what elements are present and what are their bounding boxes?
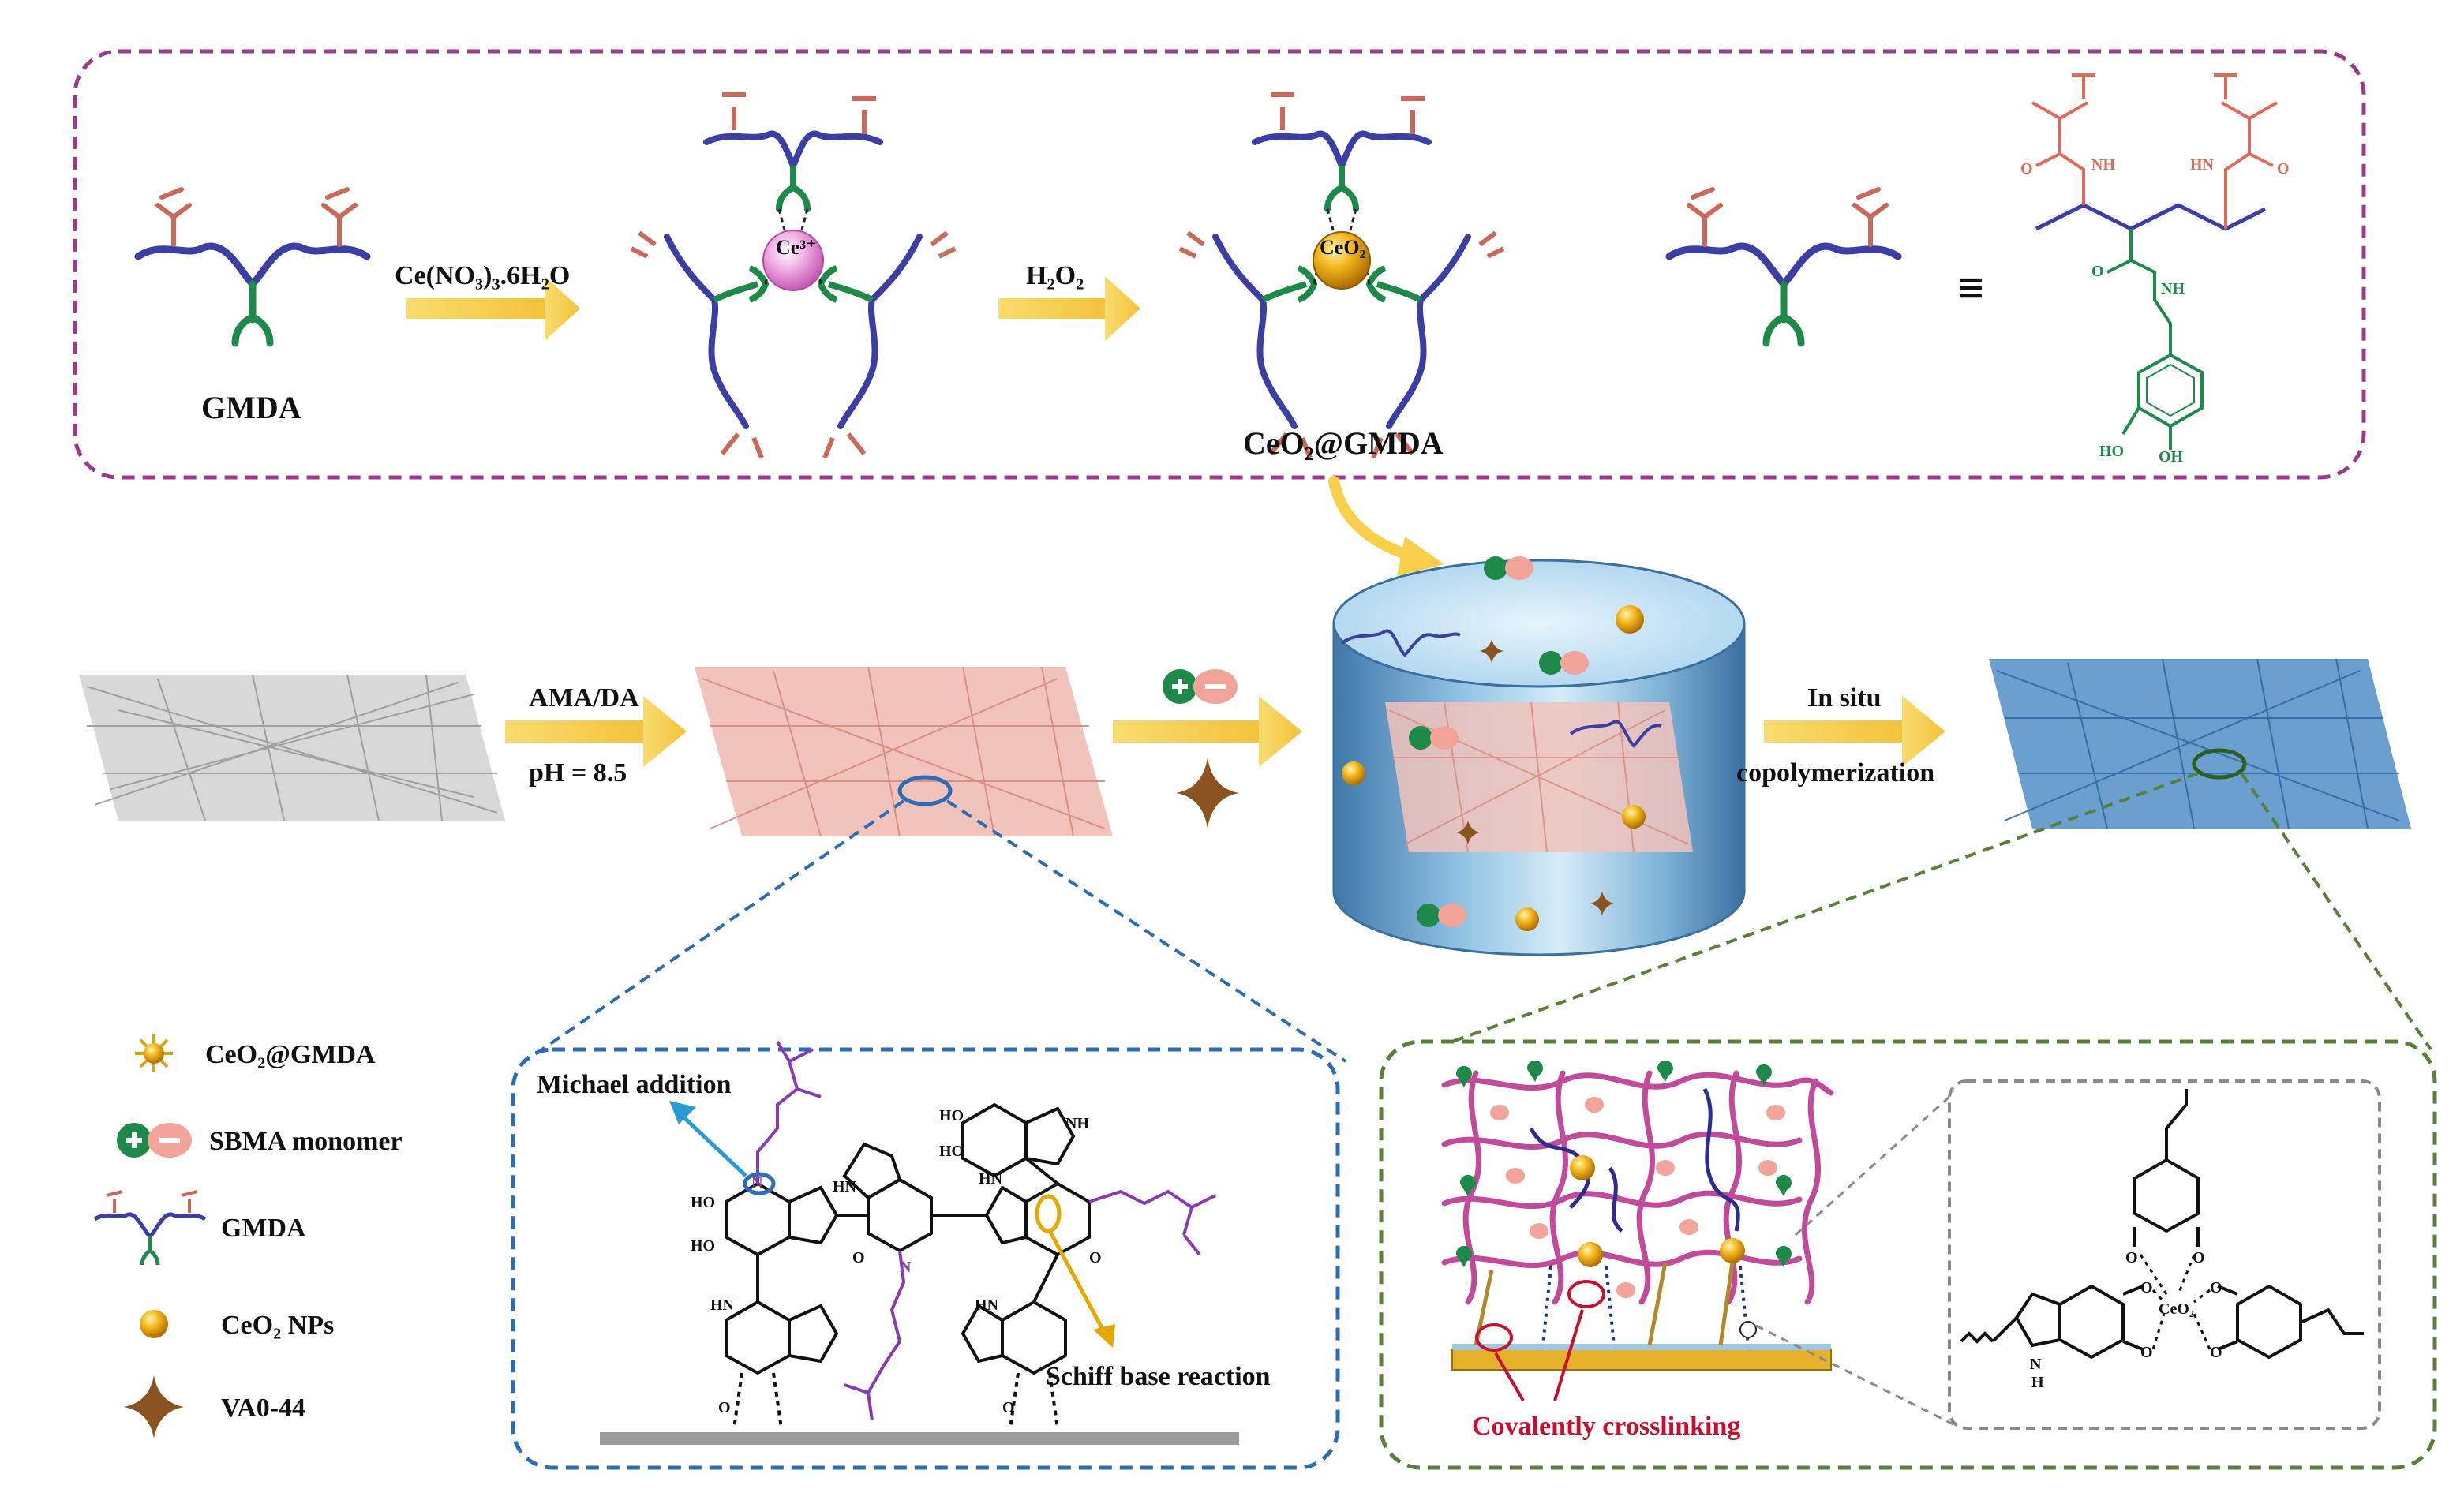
coord-ceo2: CeO₂ xyxy=(2159,1300,2194,1318)
equivalence-symbol: ≡ xyxy=(1957,262,1984,314)
coord-h: H xyxy=(2031,1374,2044,1391)
green-zoom-lines xyxy=(1451,772,2432,1051)
atom-hn1: HN xyxy=(833,1178,857,1195)
arrow-in-situ xyxy=(1764,696,1945,767)
legend-label-sbma: SBMA monomer xyxy=(209,1127,403,1156)
struct-nh-mid: NH xyxy=(2161,280,2185,297)
legend-label-gmda: GMDA xyxy=(221,1214,306,1243)
top-arrow-1 xyxy=(406,276,580,341)
schiff-pointer-head xyxy=(1093,1324,1115,1348)
product-label: CeO₂@GMDA xyxy=(1243,425,1444,461)
step1-top-label: AMA/DA xyxy=(529,683,639,713)
crosslinking-label: Covalently crosslinking xyxy=(1472,1412,1740,1441)
coord-o1: O xyxy=(2125,1249,2138,1266)
legend-label-va044: VA0-44 xyxy=(221,1394,305,1423)
gmda-molecule-simple xyxy=(1665,187,1902,347)
atom-n1: N xyxy=(751,1174,763,1192)
arrow-monomer-addition xyxy=(1113,696,1302,767)
atom-hn4: HN xyxy=(975,1296,999,1314)
michael-pointer xyxy=(677,1111,747,1177)
ama-side-chains xyxy=(756,1040,1216,1421)
struct-o-right: O xyxy=(2277,160,2290,178)
schiff-site-ring xyxy=(1035,1194,1062,1233)
top-panel-border xyxy=(73,49,2366,480)
coordination-structure xyxy=(1960,1089,2364,1360)
ce-ion-label: Ce³⁺ xyxy=(776,236,817,259)
atom-n2: N xyxy=(900,1259,912,1276)
crosslink-site-right xyxy=(1567,1280,1605,1308)
atom-hn2: HN xyxy=(979,1170,1003,1188)
michael-addition-label: Michael addition xyxy=(537,1070,732,1099)
legend-sbma-monomer-icon xyxy=(117,1123,192,1158)
atom-o4: O xyxy=(1002,1399,1015,1416)
coord-o3: O xyxy=(2140,1279,2153,1296)
reagent-h2o2: H₂O₂ xyxy=(1026,261,1084,290)
inner-zoom-lines xyxy=(1755,1095,1954,1426)
step3-top-label: In situ xyxy=(1807,683,1882,713)
crosslink-site-left xyxy=(1475,1323,1513,1352)
reactor-cylinder xyxy=(1332,556,1746,956)
michael-site-ring xyxy=(743,1172,776,1195)
legend-gmda-icon xyxy=(93,1190,207,1266)
struct-o-mid: O xyxy=(2091,263,2104,280)
gmda-label: GMDA xyxy=(201,390,301,425)
atom-ho3: HO xyxy=(939,1107,964,1124)
struct-nh-left: NH xyxy=(2091,156,2115,174)
legend-va044-star-icon xyxy=(124,1375,184,1438)
atom-o2: O xyxy=(1089,1249,1102,1266)
legend: CeO₂@GMDA SBMA monomer GMDA CeO₂ NPs VA0… xyxy=(93,1034,403,1438)
hydrogel-network xyxy=(1441,1060,1834,1402)
crosslink-pointer xyxy=(1494,1309,1584,1402)
coordination-box xyxy=(1948,1079,2381,1430)
coord-o6: O xyxy=(2210,1344,2222,1361)
atom-o3: O xyxy=(718,1399,731,1416)
coord-o2: O xyxy=(2193,1249,2205,1266)
arrow-ama-da xyxy=(505,696,687,767)
product-to-reactor-arrow xyxy=(1328,476,1418,562)
va044-star-arrow xyxy=(1176,758,1239,829)
legend-ceo2-np-icon xyxy=(140,1310,168,1338)
legend-label-ceo2-np: CeO₂ NPs xyxy=(221,1311,334,1340)
product-arrow-head xyxy=(1397,537,1444,576)
atom-o1: O xyxy=(852,1249,865,1266)
struct-hn-right: HN xyxy=(2190,156,2215,174)
pristine-mesh xyxy=(79,674,505,821)
ceo2-complex xyxy=(1178,92,1505,459)
blue-zoom-lines xyxy=(523,799,1347,1063)
schiff-base-label: Schiff base reaction xyxy=(1046,1362,1271,1391)
coord-n: N xyxy=(2030,1356,2042,1373)
struct-oh: OH xyxy=(2159,448,2184,466)
atom-nh1: NH xyxy=(1065,1115,1089,1132)
pda-coated-mesh xyxy=(695,666,1113,837)
ce-complex xyxy=(630,92,957,459)
gmda-molecule xyxy=(134,187,371,347)
legend-ceo2-gmda-icon xyxy=(135,1034,173,1072)
coord-o5: O xyxy=(2210,1279,2222,1296)
atom-ho2: HO xyxy=(691,1237,715,1255)
schiff-pointer xyxy=(1047,1229,1107,1335)
gmda-structure xyxy=(2031,73,2278,450)
coord-o4: O xyxy=(2140,1344,2153,1361)
struct-ho: HO xyxy=(2099,443,2124,460)
legend-label-ceo2-gmda: CeO₂@GMDA xyxy=(205,1040,376,1069)
sbma-icon-arrow xyxy=(1163,669,1238,704)
coated-final-mesh xyxy=(1989,658,2411,829)
reagent-ce-nitrate: Ce(NO₃)₃.6H₂O xyxy=(395,261,570,290)
atom-ho4: HO xyxy=(939,1143,964,1160)
michael-pointer-head xyxy=(669,1101,696,1124)
atom-hn3: HN xyxy=(710,1296,735,1314)
top-arrow-2 xyxy=(998,276,1140,341)
step3-bottom-label: copolymerization xyxy=(1736,758,1934,788)
blue-panel-border xyxy=(511,1047,1340,1470)
pda-molecular-structure xyxy=(600,1102,1239,1445)
struct-o-left: O xyxy=(2020,160,2033,178)
green-panel-border xyxy=(1379,1039,2437,1470)
step1-bottom-label: pH = 8.5 xyxy=(529,758,627,788)
ceo2-particle-label: CeO₂ xyxy=(1320,236,1366,259)
atom-ho1: HO xyxy=(691,1194,715,1211)
